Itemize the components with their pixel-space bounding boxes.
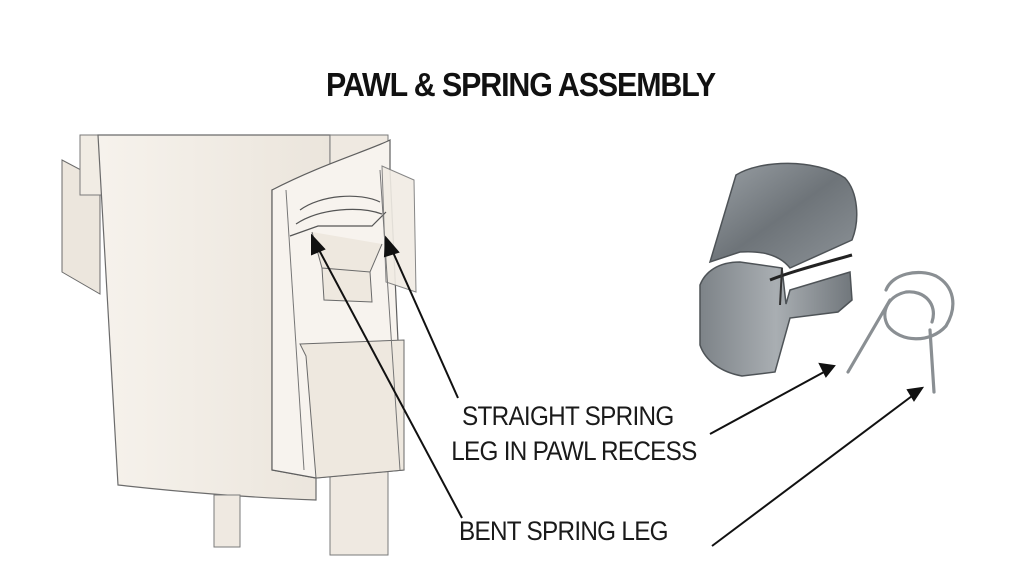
arrow-bent-to-spring — [711, 395, 913, 547]
hinge-pin-lower — [213, 494, 241, 548]
arrowhead-straight-hinge — [383, 235, 400, 258]
spring-coil — [883, 270, 955, 341]
straight-spring-leg-label: STRAIGHT SPRING LEG IN PAWL RECESS — [451, 399, 697, 469]
hinge-assembly — [61, 134, 417, 556]
straight-spring-leg-label-line1: STRAIGHT SPRING — [462, 401, 674, 431]
leader-lines — [311, 233, 925, 547]
bent-spring-leg-label: BENT SPRING LEG — [459, 516, 669, 546]
pawl-top-face — [708, 162, 858, 269]
diagram-title: PAWL & SPRING ASSEMBLY — [325, 66, 716, 103]
arrowhead-bent-hinge — [311, 233, 326, 256]
arrow-straight-to-hinge — [391, 249, 459, 399]
straight-spring-leg-label-line2: LEG IN PAWL RECESS — [451, 436, 697, 466]
arrow-straight-to-pawl — [709, 371, 825, 435]
pawl-recess-slot — [769, 253, 853, 282]
spring-bent-leg — [846, 298, 892, 374]
arrow-bent-to-hinge — [317, 247, 463, 519]
hinge-edge-line-2 — [285, 189, 305, 471]
inner-spring-sketch — [289, 195, 387, 237]
torsion-spring — [846, 270, 955, 394]
spring-straight-leg — [928, 328, 936, 394]
pawl-notch — [779, 267, 783, 306]
inner-pawl-sketch — [299, 231, 405, 479]
arrowhead-straight-pawl — [818, 362, 836, 378]
hinge-edge-line — [379, 169, 401, 471]
arrowhead-bent-spring — [906, 386, 925, 402]
pawl-front-face — [699, 261, 853, 377]
pawl-part — [699, 162, 858, 377]
